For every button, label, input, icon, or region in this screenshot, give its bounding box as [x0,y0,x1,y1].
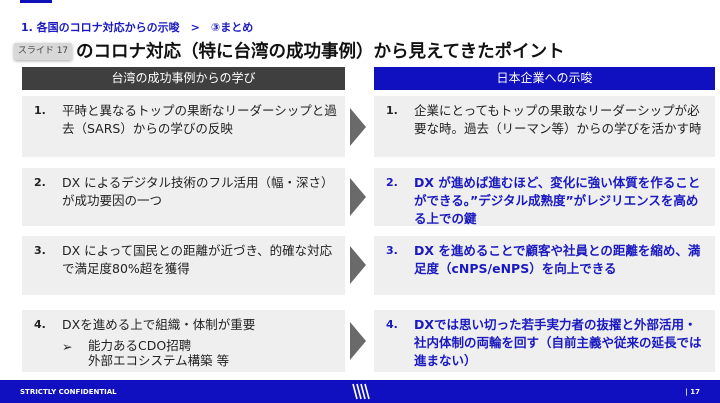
left-column-header: 台湾の成功事例からの学び [22,67,345,90]
item-number: 4. [386,318,398,331]
item-text: DXを進める上で組織・体制が重要 [62,317,256,332]
item-text: DXでは思い切った若手実力者の抜擢と外部活用・社内体制の両輪を回す（自前主義や従… [414,317,702,368]
arrow-right-icon [350,246,366,284]
item-number: 1. [386,104,398,117]
page-title-text: のコロナ対応（特に台湾の成功事例）から見えてきたポイント [76,42,565,62]
item-number: 2. [386,176,398,189]
confidential-label: STRICTLY CONFIDENTIAL [20,388,117,396]
right-item-3: 3. DX を進めることで顧客や社員との距離を縮め、満足度（cNPS/eNPS）を… [374,236,715,295]
arrow-right-icon [350,178,366,216]
right-item-2: 2. DX が進めば進むほど、変化に強い体質を作ることができる。”デジタル成熟度”… [374,168,715,226]
breadcrumb: 1. 各国のコロナ対応からの示唆 > ③まとめ [21,21,254,34]
item-text: 平時と異なるトップの果断なリーダーシップと過去（SARS）からの学びの反映 [62,103,337,136]
item-text: DX によるデジタル技術のフル活用（幅・深さ）が成功要因の一つ [62,175,334,208]
item-text: DX を進めることで顧客や社員との距離を縮め、満足度（cNPS/eNPS）を向上… [414,243,701,276]
slide-number-badge: スライド 17 [14,43,72,60]
arrow-right-icon [350,108,366,146]
item-text: 企業にとってもトップの果敢なリーダーシップが必要な時。過去（リーマン等）からの学… [414,103,702,136]
sub-item-text: 能力あるCDO招聘 外部エコシステム構築 等 [88,338,230,368]
page-number: | 17 [685,388,700,396]
page-title: のコロナ対応（特に台湾の成功事例）から見えてきたポイント [76,38,565,63]
footer: STRICTLY CONFIDENTIAL | 17 [0,380,720,403]
item-number: 3. [34,244,46,257]
top-accent-bar [20,0,52,3]
item-number: 2. [34,176,46,189]
left-item-4: 4. DXを進める上で組織・体制が重要 ➢ 能力あるCDO招聘 外部エコシステム構築 … [22,310,345,372]
item-number: 3. [386,244,398,257]
item-text: DX によって国民との距離が近づき、的確な対応で満足度80%超を獲得 [62,243,333,276]
company-logo-icon [352,383,370,400]
left-item-3: 3. DX によって国民との距離が近づき、的確な対応で満足度80%超を獲得 [22,236,345,295]
right-column-header: 日本企業への示唆 [374,67,715,90]
item-text: DX が進めば進むほど、変化に強い体質を作ることができる。”デジタル成熟度”がレ… [414,175,701,226]
arrow-right-icon [350,322,366,360]
item-number: 4. [34,318,46,331]
left-item-1: 1. 平時と異なるトップの果断なリーダーシップと過去（SARS）からの学びの反映 [22,96,345,157]
left-item-2: 2. DX によるデジタル技術のフル活用（幅・深さ）が成功要因の一つ [22,168,345,226]
right-item-4: 4. DXでは思い切った若手実力者の抜擢と外部活用・社内体制の両輪を回す（自前主義… [374,310,715,372]
item-number: 1. [34,104,46,117]
right-item-1: 1. 企業にとってもトップの果敢なリーダーシップが必要な時。過去（リーマン等）から… [374,96,715,157]
arrow-bullet-icon: ➢ [62,339,73,354]
